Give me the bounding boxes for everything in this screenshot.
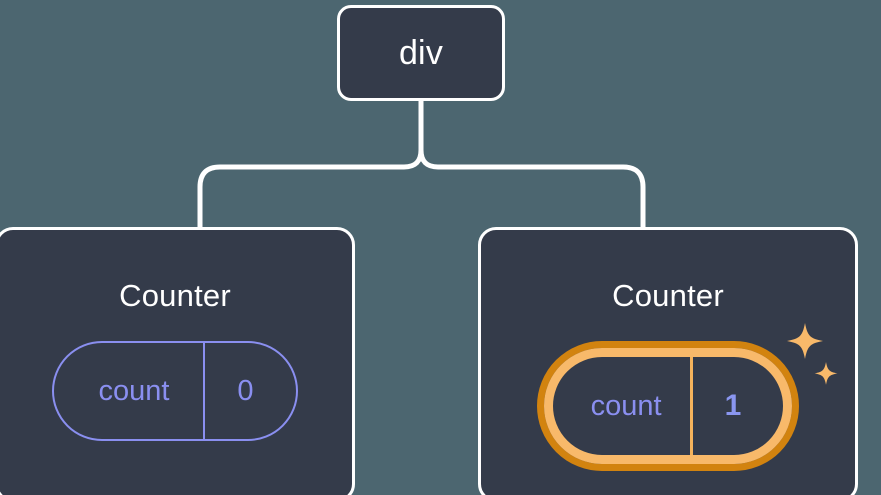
state-pill-count-left[interactable]: count 0 <box>52 341 298 441</box>
connector-branch-left <box>197 147 424 230</box>
state-pill-count-right[interactable]: count 1 <box>543 348 793 464</box>
sparkle-small-icon <box>814 362 838 385</box>
node-counter-left-title: Counter <box>119 278 231 313</box>
node-counter-right[interactable]: Counter count 1 <box>478 227 858 495</box>
sparkle-large-icon <box>787 323 824 359</box>
state-key-label-left: count <box>98 374 170 407</box>
node-counter-left[interactable]: Counter count 0 <box>0 227 355 495</box>
state-pill-count-right-highlight-ring[interactable]: count 1 <box>536 341 800 471</box>
state-pill-divider-left <box>203 343 206 439</box>
node-div-label: div <box>398 34 444 72</box>
node-div[interactable]: div <box>337 5 505 101</box>
state-value-label-left: 0 <box>237 374 254 407</box>
state-value-label-right: 1 <box>724 389 742 422</box>
node-counter-right-title: Counter <box>612 278 724 313</box>
connector-branch-right <box>418 147 646 230</box>
state-pill-wrapper-right: count 1 <box>536 323 838 471</box>
state-pill-wrapper-left: count 0 <box>52 341 298 441</box>
state-key-label-right: count <box>590 389 662 422</box>
state-pill-divider-right <box>689 357 693 455</box>
